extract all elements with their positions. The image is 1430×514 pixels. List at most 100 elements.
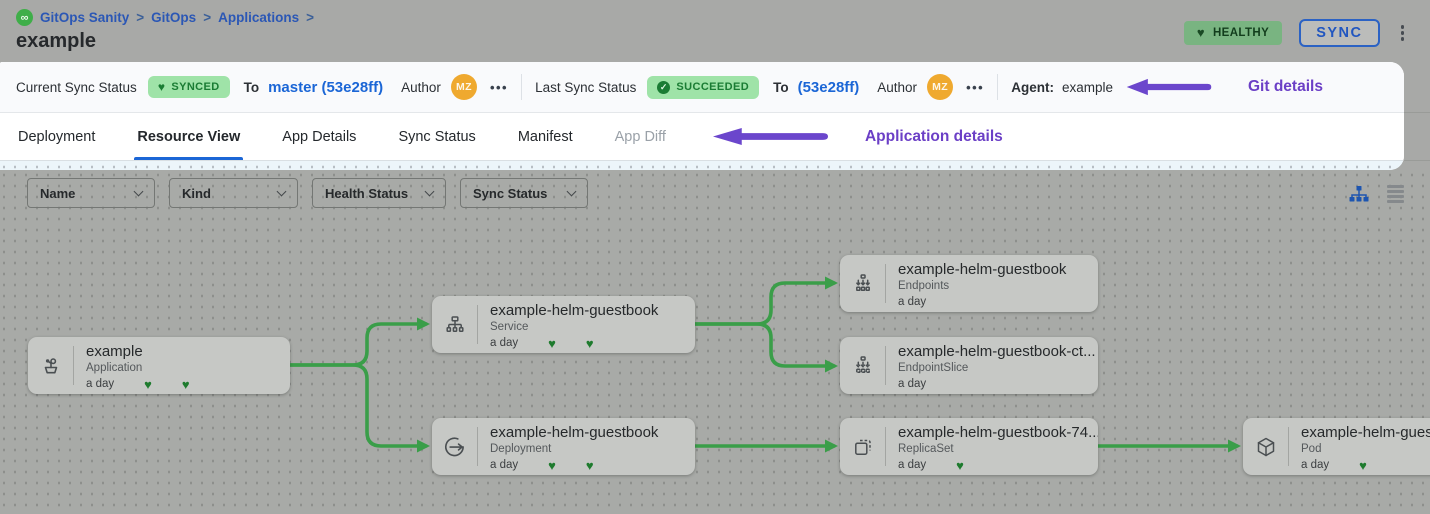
resource-node-application-example[interactable]: example Application a day bbox=[28, 337, 290, 394]
list-view-toggle-icon[interactable] bbox=[1387, 183, 1404, 205]
node-age: a day bbox=[490, 459, 519, 471]
filter-name-dropdown[interactable]: Name bbox=[27, 178, 155, 208]
node-age: a day bbox=[1301, 459, 1330, 471]
breadcrumb-link-gitops-sanity[interactable]: GitOps Sanity bbox=[40, 10, 130, 25]
node-age: a day bbox=[898, 378, 927, 390]
health-badge-label: HEALTHY bbox=[1212, 27, 1270, 39]
current-sync-status-label: Current Sync Status bbox=[16, 79, 137, 95]
divider bbox=[0, 112, 1404, 113]
node-kind: Application bbox=[86, 362, 143, 374]
sync-status-bar: Current Sync Status SYNCED To master (53… bbox=[0, 62, 1404, 112]
node-title: example-helm-guestbook-ct... bbox=[898, 343, 1096, 360]
divider bbox=[73, 346, 74, 385]
node-kind: Deployment bbox=[490, 443, 552, 455]
resource-node-endpoints[interactable]: example-helm-guestbook Endpoints a day bbox=[840, 255, 1098, 312]
tab-deployment[interactable]: Deployment bbox=[18, 128, 96, 145]
node-kind: EndpointSlice bbox=[898, 362, 969, 374]
filter-label: Sync Status bbox=[473, 185, 548, 201]
resource-node-deployment[interactable]: example-helm-guestbook Deployment a day bbox=[432, 418, 695, 475]
tree-view-toggle-icon[interactable] bbox=[1349, 185, 1369, 203]
author-avatar: MZ bbox=[927, 74, 954, 100]
canvas-edge-strip bbox=[0, 160, 1404, 170]
resource-tree-edges bbox=[288, 276, 1241, 453]
author-label: Author bbox=[877, 79, 918, 95]
resource-node-replica-set[interactable]: example-helm-guestbook-74... ReplicaSet … bbox=[840, 418, 1098, 475]
git-details-annotation: Git details bbox=[1248, 78, 1323, 95]
to-label: To bbox=[773, 79, 789, 95]
more-actions-button[interactable]: ••• bbox=[966, 79, 985, 95]
divider bbox=[477, 427, 478, 466]
filter-health-status-dropdown[interactable]: Health Status bbox=[312, 178, 446, 208]
filter-label: Kind bbox=[182, 185, 211, 201]
node-kind: Endpoints bbox=[898, 280, 950, 292]
current-sync-revision-link[interactable]: master (53e28ff) bbox=[268, 78, 384, 96]
node-title: example-helm-guestbook bbox=[490, 424, 659, 441]
tab-resource-view[interactable]: Resource View bbox=[134, 113, 244, 160]
last-sync-revision-link[interactable]: (53e28ff) bbox=[797, 78, 860, 96]
tab-sync-status[interactable]: Sync Status bbox=[398, 128, 476, 145]
node-title: example-helm-guest bbox=[1301, 424, 1430, 441]
author-avatar: MZ bbox=[450, 74, 477, 100]
health-status-badge: HEALTHY bbox=[1183, 21, 1283, 45]
resource-node-endpoint-slice[interactable]: example-helm-guestbook-ct... EndpointSli… bbox=[840, 337, 1098, 394]
last-sync-status-label: Last Sync Status bbox=[535, 79, 637, 95]
app-details-panel: Current Sync Status SYNCED To master (53… bbox=[0, 62, 1404, 170]
agent-label: Agent: bbox=[1011, 79, 1054, 95]
tab-app-details[interactable]: App Details bbox=[282, 128, 357, 145]
filter-sync-status-dropdown[interactable]: Sync Status bbox=[460, 178, 588, 208]
divider bbox=[997, 74, 999, 100]
divider bbox=[1404, 112, 1430, 113]
synced-badge-label: SYNCED bbox=[171, 81, 220, 93]
kebab-menu-icon[interactable] bbox=[1397, 22, 1409, 44]
application-details-annotation: Application details bbox=[864, 127, 1003, 145]
divider bbox=[1404, 160, 1430, 161]
header-actions: HEALTHY SYNC bbox=[1183, 19, 1409, 47]
node-title: example-helm-guestbook bbox=[490, 302, 659, 319]
synced-badge: SYNCED bbox=[147, 76, 230, 98]
service-icon bbox=[432, 296, 477, 353]
node-age: a day bbox=[490, 337, 519, 349]
tab-manifest[interactable]: Manifest bbox=[517, 128, 573, 145]
node-title: example-helm-guestbook bbox=[898, 261, 1067, 278]
application-details-arrow bbox=[712, 127, 828, 146]
divider bbox=[477, 305, 478, 344]
health-heart-icon bbox=[144, 379, 152, 390]
node-age: a day bbox=[898, 459, 927, 471]
health-heart-icon bbox=[182, 379, 190, 390]
tab-bar: Deployment Resource View App Details Syn… bbox=[0, 113, 1404, 160]
application-icon bbox=[28, 337, 73, 394]
filter-kind-dropdown[interactable]: Kind bbox=[169, 178, 298, 208]
breadcrumb-link-applications[interactable]: Applications bbox=[218, 10, 300, 25]
gitops-logo-icon: ∞ bbox=[16, 9, 33, 26]
health-heart-icon bbox=[1359, 460, 1367, 471]
replica-set-icon bbox=[840, 418, 885, 475]
resource-node-pod[interactable]: example-helm-guest Pod a day bbox=[1243, 418, 1430, 475]
node-title: example bbox=[86, 343, 143, 360]
health-heart-icon bbox=[586, 460, 594, 471]
divider bbox=[885, 264, 886, 303]
health-heart-icon bbox=[548, 338, 556, 349]
node-title: example-helm-guestbook-74... bbox=[898, 424, 1098, 441]
node-age: a day bbox=[898, 296, 927, 308]
node-age: a day bbox=[86, 378, 115, 390]
more-actions-button[interactable]: ••• bbox=[489, 79, 509, 95]
health-heart-icon bbox=[956, 460, 964, 471]
node-kind: Service bbox=[490, 321, 529, 333]
heart-icon bbox=[1197, 28, 1205, 38]
git-details-arrow bbox=[1126, 78, 1212, 96]
breadcrumb-separator: > bbox=[136, 10, 145, 25]
page-title: example bbox=[16, 30, 97, 52]
to-label: To bbox=[243, 79, 260, 95]
pod-icon bbox=[1243, 418, 1288, 475]
divider bbox=[1288, 427, 1289, 466]
node-kind: Pod bbox=[1301, 443, 1322, 455]
resource-node-service[interactable]: example-helm-guestbook Service a day bbox=[432, 296, 695, 353]
agent-value: example bbox=[1061, 79, 1113, 95]
node-kind: ReplicaSet bbox=[898, 443, 954, 455]
sync-button[interactable]: SYNC bbox=[1299, 19, 1380, 47]
succeeded-badge: SUCCEEDED bbox=[647, 75, 760, 99]
succeeded-badge-label: SUCCEEDED bbox=[676, 81, 750, 93]
endpoint-slice-icon bbox=[840, 337, 885, 394]
breadcrumb-link-gitops[interactable]: GitOps bbox=[151, 10, 197, 25]
tab-app-diff[interactable]: App Diff bbox=[614, 128, 666, 145]
